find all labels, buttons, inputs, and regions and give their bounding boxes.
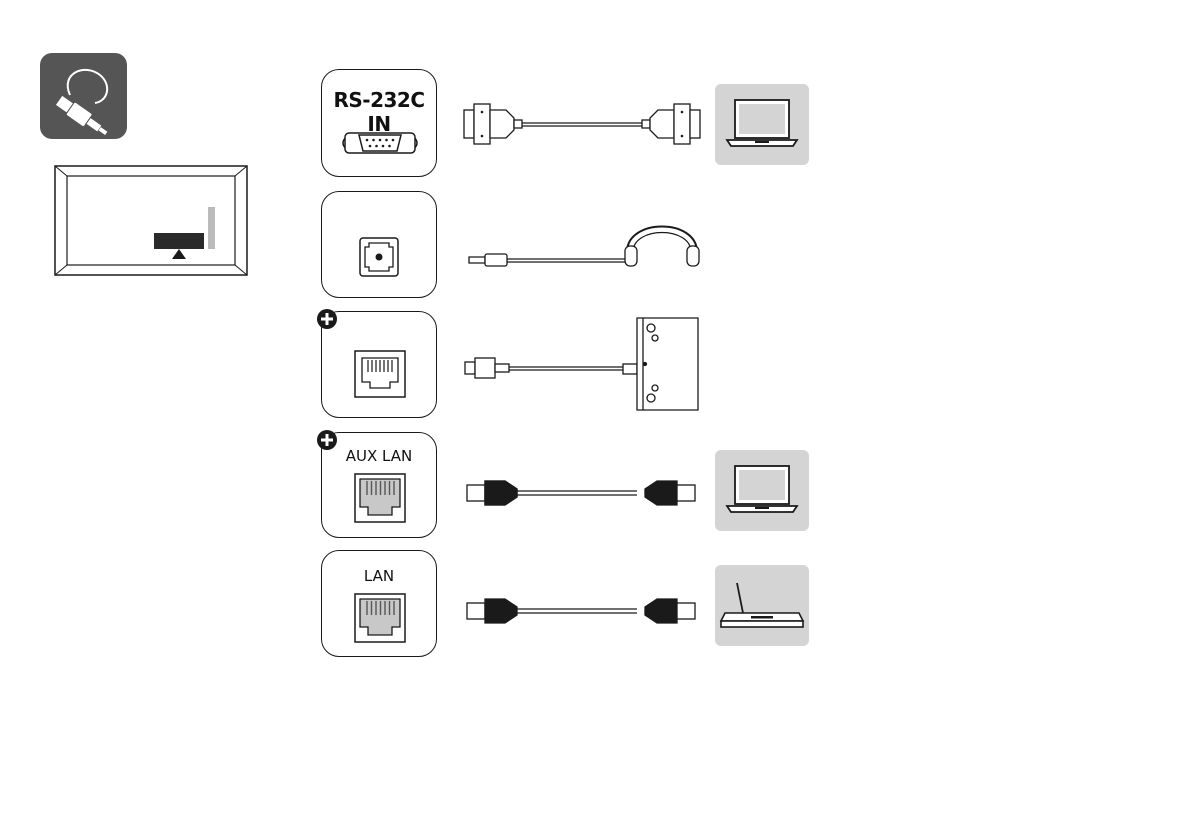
headphone-port-panel <box>321 191 437 298</box>
lan-title: LAN <box>322 567 436 585</box>
headphone-cable <box>465 220 705 270</box>
audio-jack-port-icon <box>359 237 399 277</box>
optional-badge-icon <box>316 429 338 451</box>
rs232c-port-panel: RS-232C IN <box>321 69 437 177</box>
aux-lan-port-panel: AUX LAN <box>321 432 437 538</box>
lan-rj45-icon <box>354 593 406 643</box>
aux-lan-rj45-icon <box>354 473 406 523</box>
rs232c-cable <box>462 100 702 148</box>
lan-cable <box>465 593 700 629</box>
aux-lan-cable <box>465 475 700 511</box>
laptop-icon <box>715 84 809 165</box>
aux-lan-title: AUX LAN <box>322 447 436 465</box>
sensor-port-panel <box>321 311 437 418</box>
router-device <box>715 565 809 646</box>
cable-category-icon <box>40 53 127 139</box>
lan-port-panel: LAN <box>321 550 437 657</box>
rj-port-icon <box>354 350 406 398</box>
optional-badge-icon <box>316 308 338 330</box>
laptop-icon <box>715 450 809 531</box>
router-icon <box>715 565 809 646</box>
laptop-device-2 <box>715 450 809 531</box>
sensor-cable <box>463 310 708 415</box>
display-rear-illustration <box>54 165 248 276</box>
db9-port-icon <box>339 125 421 161</box>
laptop-device-1 <box>715 84 809 165</box>
